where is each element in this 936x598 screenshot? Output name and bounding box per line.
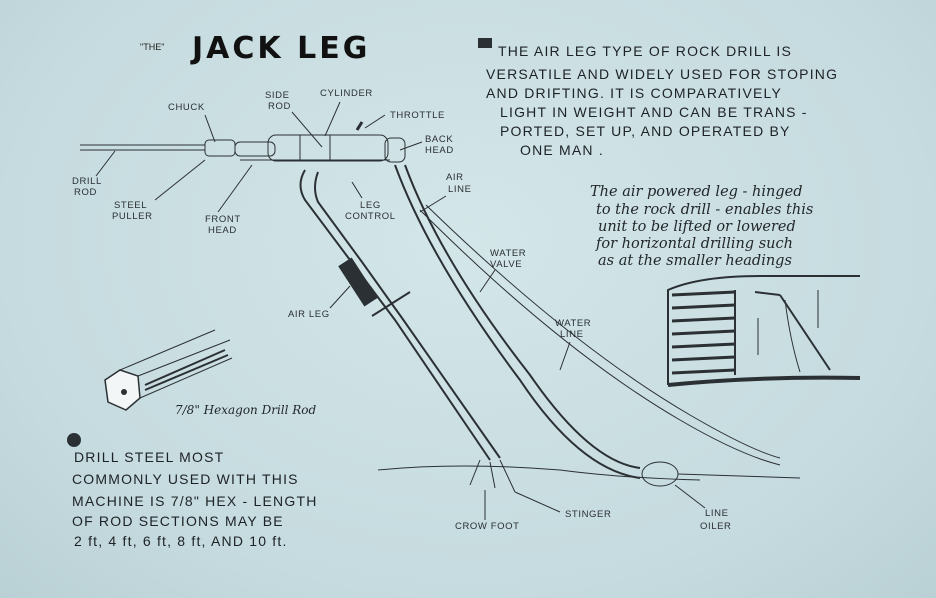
label-front-head: HEAD bbox=[208, 225, 237, 236]
label-steel-puller: PULLER bbox=[112, 211, 153, 222]
leg-note-line: The air powered leg - hinged bbox=[590, 184, 803, 200]
label-back-head: BACK bbox=[425, 134, 453, 145]
label-steel-puller: STEEL bbox=[114, 200, 147, 211]
leg-note-line: to the rock drill - enables this bbox=[596, 202, 813, 218]
hex-rod-illustration bbox=[104, 329, 233, 411]
label-water-line: WATER bbox=[555, 318, 591, 329]
intro-line: VERSATILE AND WIDELY USED FOR STOPING bbox=[486, 66, 838, 82]
label-leg-control: LEG bbox=[360, 200, 381, 211]
label-side-rod: ROD bbox=[268, 101, 291, 112]
heading-inset-illustration bbox=[667, 275, 861, 387]
intro-line: ONE MAN . bbox=[520, 142, 604, 158]
steel-note-line: DRILL STEEL MOST bbox=[74, 449, 224, 465]
leg-note-line: unit to be lifted or lowered bbox=[598, 219, 796, 235]
leg-note-line: as at the smaller headings bbox=[598, 253, 792, 269]
intro-line: LIGHT IN WEIGHT AND CAN BE TRANS - bbox=[500, 104, 808, 120]
intro-line: THE AIR LEG TYPE OF ROCK DRILL IS bbox=[498, 43, 792, 59]
drill-steel-note: DRILL STEEL MOST COMMONLY USED WITH THIS… bbox=[67, 433, 318, 549]
title-prefix: "THE" bbox=[140, 42, 164, 52]
rock-drill-illustration bbox=[80, 121, 406, 163]
label-drill-rod: ROD bbox=[74, 187, 97, 198]
steel-note-line: MACHINE IS 7/8" HEX - LENGTH bbox=[72, 493, 318, 509]
label-air-line: AIR bbox=[446, 172, 464, 183]
air-leg-illustration bbox=[299, 169, 516, 493]
label-line-oiler: OILER bbox=[700, 521, 732, 532]
page-title: JACK LEG bbox=[190, 31, 370, 66]
intro-line: AND DRIFTING. IT IS COMPARATIVELY bbox=[486, 85, 782, 101]
label-water-valve: WATER bbox=[490, 248, 526, 259]
label-air-line: LINE bbox=[448, 184, 472, 195]
steel-note-line: 2 ft, 4 ft, 6 ft, 8 ft, AND 10 ft. bbox=[74, 533, 288, 549]
paragraph-marker-icon bbox=[67, 433, 81, 447]
label-back-head: HEAD bbox=[425, 145, 454, 156]
label-drill-rod: DRILL bbox=[72, 176, 102, 187]
leg-note: The air powered leg - hinged to the rock… bbox=[590, 184, 813, 269]
steel-note-line: OF ROD SECTIONS MAY BE bbox=[72, 513, 284, 529]
label-side-rod: SIDE bbox=[265, 90, 290, 101]
paragraph-marker-icon bbox=[478, 38, 492, 48]
steel-note-line: COMMONLY USED WITH THIS bbox=[72, 471, 299, 487]
hex-rod-caption: 7/8" Hexagon Drill Rod bbox=[175, 403, 317, 417]
label-water-line: LINE bbox=[560, 329, 584, 340]
intro-paragraph: THE AIR LEG TYPE OF ROCK DRILL IS VERSAT… bbox=[478, 38, 838, 158]
label-crow-foot: CROW FOOT bbox=[455, 521, 520, 532]
label-water-valve: VALVE bbox=[490, 259, 522, 270]
label-throttle: THROTTLE bbox=[390, 110, 445, 121]
label-front-head: FRONT bbox=[205, 214, 241, 225]
label-air-leg: AIR LEG bbox=[288, 309, 330, 320]
hoses-illustration bbox=[377, 164, 801, 487]
label-line-oiler: LINE bbox=[705, 508, 729, 519]
label-leg-control: CONTROL bbox=[345, 211, 396, 222]
intro-line: PORTED, SET UP, AND OPERATED BY bbox=[500, 123, 791, 139]
label-chuck: CHUCK bbox=[168, 102, 205, 113]
part-labels: CHUCK SIDE ROD CYLINDER THROTTLE BACK HE… bbox=[72, 88, 732, 532]
label-stinger: STINGER bbox=[565, 509, 611, 520]
leg-note-line: for horizontal drilling such bbox=[595, 236, 793, 252]
label-cylinder: CYLINDER bbox=[320, 88, 373, 99]
